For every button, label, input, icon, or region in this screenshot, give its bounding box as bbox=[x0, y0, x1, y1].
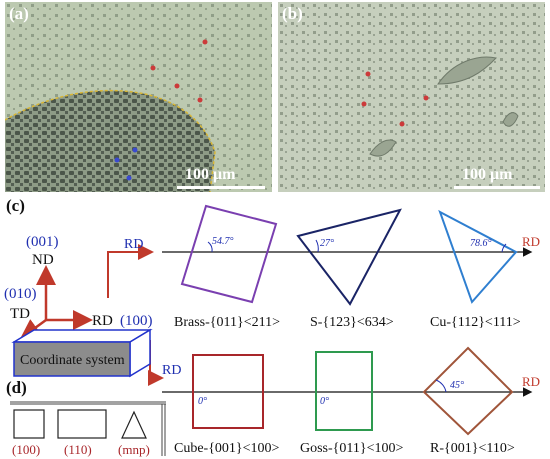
panel-label-d: (d) bbox=[6, 378, 27, 397]
rd-index: (100) bbox=[120, 313, 153, 329]
scale-bar-b bbox=[454, 186, 540, 189]
s-angle: 27° bbox=[320, 238, 334, 249]
td-index: (010) bbox=[4, 286, 37, 302]
legend bbox=[10, 401, 166, 456]
cube-shape bbox=[192, 354, 264, 429]
s-label: S-{123}<634> bbox=[310, 315, 394, 330]
scale-label-a: 100 μm bbox=[185, 166, 236, 183]
legend-square-100 bbox=[13, 409, 45, 439]
brass-angle: 54.7° bbox=[212, 236, 234, 247]
scale-label-b: 100 μm bbox=[462, 166, 513, 183]
panel-label-b: (b) bbox=[282, 4, 303, 23]
brass-label: Brass-{011}<211> bbox=[174, 315, 280, 330]
rd-arrow-top bbox=[107, 244, 154, 298]
cube-angle: 0° bbox=[198, 396, 207, 407]
nd-label: ND bbox=[32, 252, 54, 268]
legend-label-mnp: (mnp) bbox=[118, 442, 150, 457]
cu-shape bbox=[438, 209, 518, 304]
panel-label-c: (c) bbox=[6, 196, 25, 215]
rd-label: RD bbox=[92, 313, 113, 329]
legend-label-100: (100) bbox=[12, 442, 40, 457]
rd-right-top-label: RD bbox=[522, 234, 540, 249]
coordinate-system-box bbox=[11, 328, 153, 378]
cu-label: Cu-{112}<111> bbox=[430, 315, 521, 330]
goss-label: Goss-{011}<100> bbox=[300, 441, 403, 456]
micrograph-a-image bbox=[5, 2, 272, 192]
scale-bar-a bbox=[177, 186, 265, 189]
nd-index: (001) bbox=[26, 234, 59, 250]
goss-angle: 0° bbox=[320, 396, 329, 407]
brass-shape bbox=[180, 204, 278, 304]
goss-shape bbox=[315, 351, 373, 431]
cu-angle: 78.6° bbox=[470, 238, 492, 249]
panel-label-a: (a) bbox=[9, 4, 29, 23]
r-shape bbox=[422, 346, 514, 436]
micrograph-b-image bbox=[278, 2, 545, 192]
rd-bottom-label: RD bbox=[162, 363, 181, 378]
s-shape bbox=[296, 208, 402, 306]
legend-label-110: (110) bbox=[64, 442, 92, 457]
rd-arrow-bottom bbox=[148, 340, 164, 386]
cube-label: Cube-{001}<100> bbox=[174, 441, 280, 456]
legend-triangle-mnp bbox=[121, 410, 147, 439]
micrograph-a: (a) 100 μm bbox=[5, 2, 272, 192]
coordinate-box-label: Coordinate system bbox=[20, 353, 125, 368]
r-label: R-{001}<110> bbox=[430, 441, 515, 456]
r-angle: 45° bbox=[450, 380, 464, 391]
td-label: TD bbox=[10, 306, 30, 322]
legend-rect-110 bbox=[57, 409, 107, 439]
rd-right-bottom-label: RD bbox=[522, 374, 540, 389]
micrograph-b: (b) 100 μm bbox=[278, 2, 545, 192]
rd-top-label: RD bbox=[124, 237, 143, 252]
